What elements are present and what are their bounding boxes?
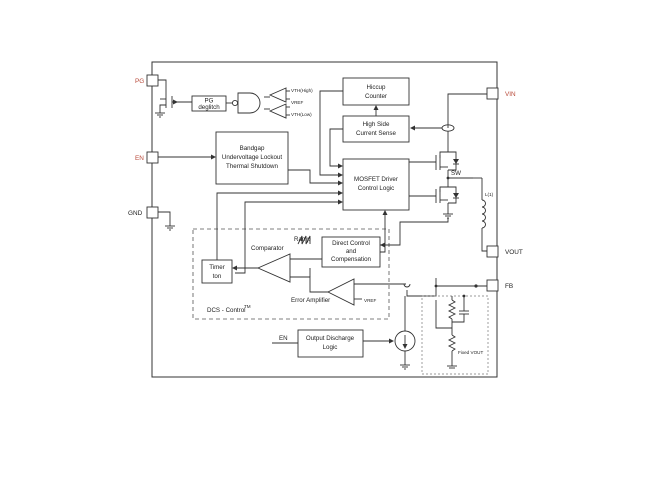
- hiccup-line1: Hiccup: [367, 84, 386, 91]
- high-side-line2: Current Sense: [356, 130, 396, 137]
- hiccup-line2: Counter: [365, 93, 387, 100]
- pin-pg-pad: [146, 74, 159, 87]
- pin-vout-label: VOUT: [505, 249, 523, 256]
- comparator: [232, 253, 322, 283]
- pin-fb-pad: [486, 279, 499, 292]
- pin-pg-label: PG: [135, 78, 144, 85]
- error-amplifier-label: Error Amplifier: [291, 297, 330, 304]
- bandgap-line3: Thermal Shutdown: [226, 163, 278, 170]
- chip-outline: [151, 61, 498, 378]
- low-side-mosfet: [409, 186, 459, 204]
- direct-control-line3: Compensation: [331, 256, 371, 263]
- high-side-mosfet: [409, 151, 459, 171]
- discharge-current-source: [394, 296, 416, 370]
- timer-line2: ton: [213, 273, 222, 280]
- pin-vout-pad: [486, 245, 499, 258]
- output-discharge-line2: Logic: [323, 344, 338, 351]
- bandgap-line1: Bandgap: [240, 145, 265, 152]
- dcs-control-label: DCS - Control: [207, 307, 246, 314]
- mosfet-driver-line2: Control Logic: [358, 185, 394, 192]
- sw-label: SW: [451, 170, 461, 177]
- pin-gnd-pad: [146, 206, 159, 219]
- vth-high-label: VTH(High): [291, 88, 313, 93]
- dcs-control-boundary: [192, 228, 390, 320]
- en-discharge-label: EN: [279, 335, 288, 342]
- pin-vin-label: VIN: [505, 91, 516, 98]
- hiccup-counter-block: [342, 77, 410, 106]
- dcs-tm-label: TM: [244, 304, 251, 309]
- inductor: [473, 177, 487, 252]
- vref-pg-label: VREF: [291, 100, 303, 105]
- pin-en-label: EN: [135, 155, 144, 162]
- pin-vin-pad: [486, 87, 499, 100]
- pg-comparator-high: [268, 87, 290, 103]
- pg-deglitch-block: [191, 95, 227, 112]
- pin-en-pad: [146, 151, 159, 164]
- bandgap-block: [215, 131, 289, 185]
- error-amplifier: [290, 268, 406, 306]
- pg-deglitch-line2: deglitch: [198, 104, 220, 111]
- timer-line1: Timer: [209, 264, 225, 271]
- inductor-label: L(1): [485, 192, 494, 197]
- fixed-vout-boundary: [421, 295, 489, 375]
- high-side-line1: High Side: [363, 121, 390, 128]
- output-discharge-block: [297, 329, 364, 358]
- direct-control-line2: and: [346, 248, 357, 255]
- fixed-vout-divider: [435, 294, 469, 369]
- direct-control-block: [321, 236, 381, 268]
- direct-control-line1: Direct Control: [332, 240, 370, 247]
- vref-ea-label: VREF: [364, 298, 376, 303]
- ramp-label: Ramp: [294, 236, 311, 243]
- high-side-current-sense-block: [342, 115, 410, 143]
- mosfet-driver-block: [342, 158, 410, 211]
- pin-fb-label: FB: [505, 283, 513, 290]
- pg-comparator-low: [268, 103, 290, 119]
- bandgap-line2: Undervoltage Lockout: [222, 154, 282, 161]
- output-discharge-line1: Output Discharge: [306, 335, 355, 342]
- pg-nand-gate: [231, 92, 270, 114]
- pg-output-mosfet: [155, 79, 192, 118]
- fixed-vout-label: Fixed VOUT: [458, 350, 483, 355]
- pin-gnd-label: GND: [128, 210, 143, 217]
- comparator-label: Comparator: [251, 245, 284, 252]
- pg-deglitch-line1: PG: [205, 98, 214, 105]
- mosfet-driver-line1: MOSFET Driver: [354, 176, 398, 183]
- vth-low-label: VTH(Low): [291, 112, 312, 117]
- ramp-icon: [297, 235, 311, 245]
